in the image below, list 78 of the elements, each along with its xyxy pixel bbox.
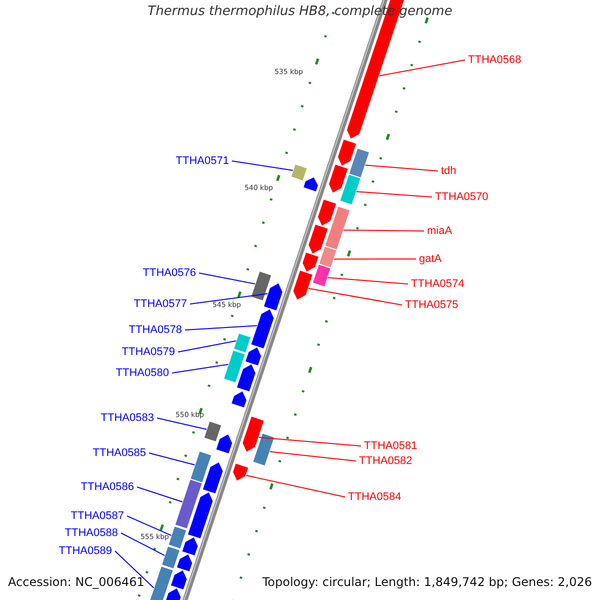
gene-label: TTHA0588	[64, 526, 118, 540]
gene-label: TTHA0586	[80, 480, 134, 494]
leader-line	[343, 230, 424, 232]
leader-line	[190, 293, 268, 304]
gene-block	[325, 206, 350, 250]
pointed-gene-block	[170, 570, 187, 590]
leader-line	[246, 474, 346, 498]
leader-line	[184, 325, 258, 330]
pointed-gene-block	[233, 464, 248, 481]
gene-block	[168, 526, 186, 548]
gene-label: TTHA0583	[100, 411, 154, 425]
pointed-gene-block	[216, 434, 232, 454]
leader-line	[114, 550, 154, 588]
genome-info-text: Topology: circular; Length: 1,849,742 bp; Genes: 2,026	[262, 575, 592, 589]
gene-label: TTHA0589	[58, 544, 112, 558]
gene-label: tdh	[441, 164, 456, 178]
gene-label: TTHA0580	[116, 366, 169, 380]
gene-block	[204, 422, 222, 442]
leader-line	[308, 288, 402, 306]
accession-text: Accession: NC_006461	[8, 575, 144, 589]
pointed-gene-block	[202, 462, 223, 494]
gene-block	[312, 264, 330, 286]
gene-label: TTHA0578	[128, 323, 182, 337]
leader-line	[126, 516, 172, 536]
pointed-gene-block	[232, 391, 246, 408]
gene-block	[251, 272, 272, 300]
leader-line	[172, 364, 229, 374]
leader-line	[356, 191, 432, 198]
gene-label: TTHA0570	[435, 190, 488, 204]
gene-label: TTHA0582	[359, 454, 412, 468]
leader-line	[178, 340, 237, 352]
leader-line	[269, 451, 356, 462]
pointed-gene-block	[338, 140, 356, 166]
leader-line	[333, 258, 416, 260]
leader-line	[364, 164, 438, 172]
gene-block	[291, 164, 307, 180]
pointed-gene-block	[328, 164, 348, 193]
gene-block	[234, 334, 250, 352]
gene-label: TTHA0581	[364, 439, 418, 453]
gene-label: gatA	[419, 252, 442, 266]
gene-label: TTHA0576	[142, 266, 196, 280]
gene-label: TTHA0577	[134, 297, 187, 311]
pointed-gene-block	[318, 200, 336, 226]
gene-block	[340, 174, 360, 204]
pointed-gene-block	[242, 416, 264, 452]
pointed-gene-block	[188, 492, 213, 538]
gene-label: TTHA0585	[92, 446, 146, 460]
gene-label: TTHA0579	[122, 345, 175, 359]
gene-block	[349, 148, 369, 178]
gene-label: TTHA0568	[468, 53, 522, 67]
pointed-gene-block	[302, 252, 318, 272]
leader-line	[327, 277, 408, 284]
pointed-gene-block	[304, 177, 318, 192]
pointed-gene-block	[308, 224, 328, 254]
gene-label: TTHA0571	[176, 154, 229, 168]
gene-label: TTHA0575	[405, 298, 458, 312]
leader-line	[120, 532, 166, 556]
gene-label: miaA	[427, 224, 452, 238]
gene-block	[319, 246, 336, 268]
leader-line	[156, 418, 208, 430]
leader-line	[232, 160, 294, 171]
leader-line	[378, 60, 466, 76]
leader-line	[258, 436, 362, 446]
leader-line	[198, 272, 256, 284]
pointed-gene-block	[264, 283, 282, 310]
gene-label: TTHA0584	[348, 490, 402, 504]
pointed-gene-block	[293, 270, 312, 300]
gene-block	[175, 480, 202, 528]
pointed-gene-block	[176, 554, 192, 572]
pointed-gene-block	[251, 309, 274, 348]
gene-block	[190, 452, 212, 482]
gene-label: TTHA0574	[411, 277, 464, 291]
gene-label: TTHA0587	[70, 509, 124, 523]
gene-block	[162, 546, 180, 568]
pointed-gene-block	[182, 537, 198, 556]
leader-line	[148, 452, 196, 466]
leader-line	[136, 486, 183, 502]
gene-block	[253, 434, 274, 466]
